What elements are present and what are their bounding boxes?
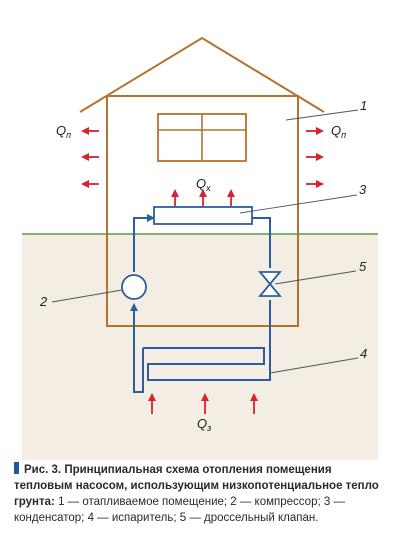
label-q-loss-left: Qп [56,123,71,140]
caption-title: Принципиальная схема отопления помещения… [14,464,379,508]
label-4-evaporator: 4 [360,346,367,361]
label-5-valve: 5 [359,259,367,274]
house-window [157,113,247,162]
heat-loss-arrows-left [81,127,99,188]
label-q-ground: Qз [197,416,211,433]
condenser-heat-arrows [171,189,235,206]
house-roof [79,36,325,113]
throttle-valve [258,271,282,297]
heat-pump-diagram: Qп Qп Qx Qз 1 [22,36,378,460]
caption-marker [14,462,19,474]
ground-heat-arrows [148,393,258,414]
label-q-x: Qx [196,176,211,193]
label-1-room: 1 [360,98,367,113]
figure-caption: Рис. 3. Принципиальная схема отопления п… [14,462,390,526]
refrigerant-circuit [130,214,271,393]
condenser [153,206,253,225]
caption-legend: 1 — отапливаемое помещение; 2 — компресс… [14,496,345,524]
caption-prefix: Рис. 3. [24,464,62,476]
label-q-loss-right: Qп [331,123,346,140]
house-walls [106,95,299,327]
heat-loss-arrows-right [306,127,324,188]
label-3-condenser: 3 [359,182,367,197]
compressor [121,274,147,300]
leader-lines [51,109,359,374]
label-2-compressor: 2 [39,294,48,309]
